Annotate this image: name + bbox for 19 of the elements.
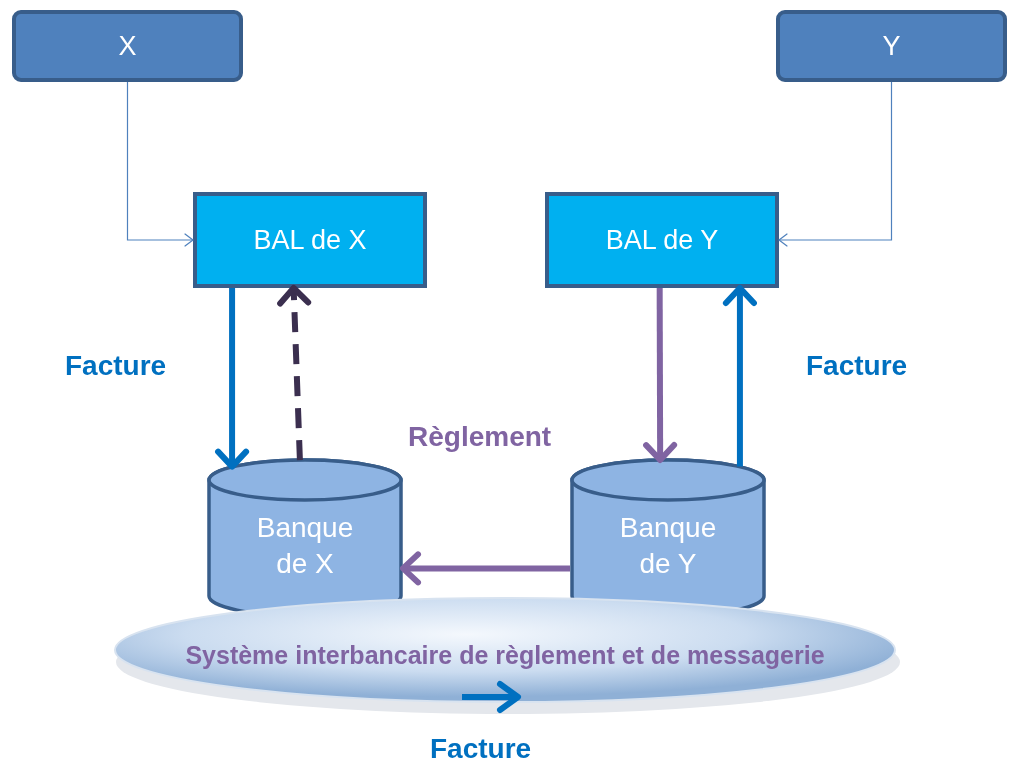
process-box <box>776 10 1007 82</box>
process-box <box>12 10 243 82</box>
arrow <box>778 81 893 247</box>
arrow <box>400 551 570 586</box>
box-label: BAL de Y <box>604 223 720 257</box>
arrow <box>215 288 250 470</box>
arrow <box>277 285 312 461</box>
arrow <box>126 81 194 247</box>
mailbox-box <box>545 192 779 288</box>
mailbox-box <box>193 192 427 288</box>
box-label: Y <box>881 29 902 63</box>
arrow <box>722 285 757 467</box>
system-label: Système interbancaire de règlement et de messagerie <box>184 640 826 670</box>
bank-label: Banque de Y <box>618 511 718 582</box>
box-label: BAL de X <box>252 223 368 257</box>
bank-label: Banque de X <box>255 511 355 582</box>
box-label: X <box>117 29 138 63</box>
flow-label: Facture <box>429 733 533 765</box>
arrow <box>643 288 678 464</box>
